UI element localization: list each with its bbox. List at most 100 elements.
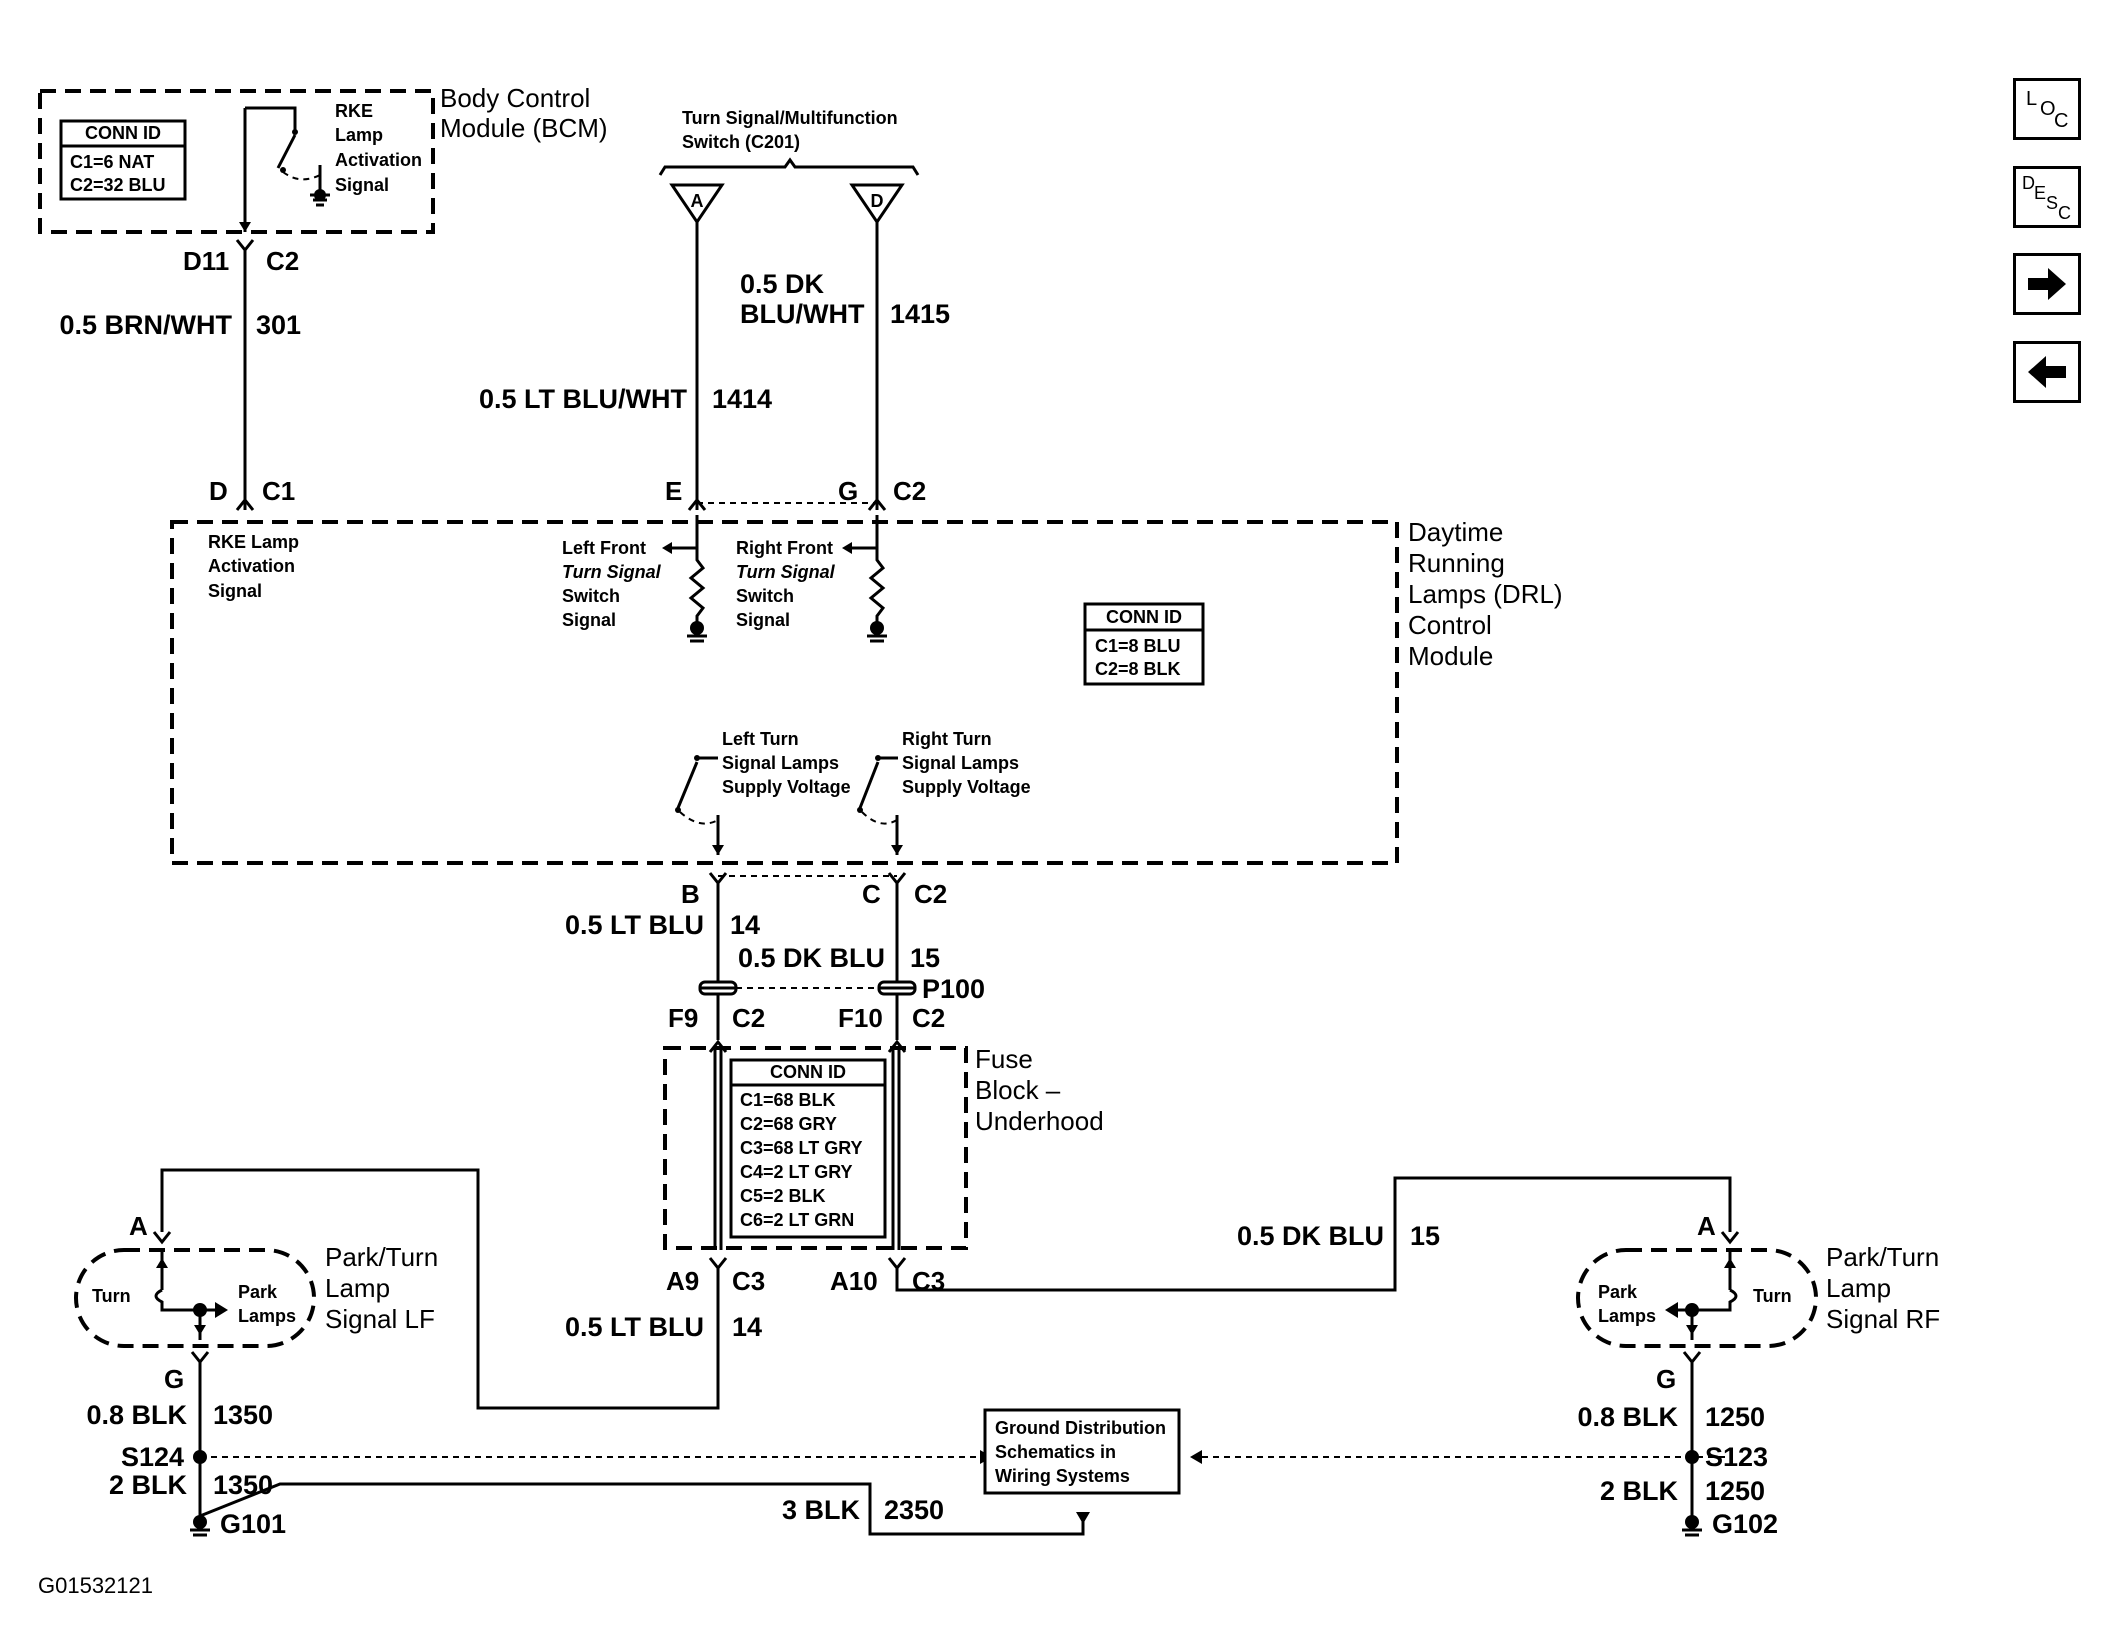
wire-1350b-number: 1350 xyxy=(213,1470,273,1500)
svg-text:C: C xyxy=(2054,110,2068,132)
svg-text:D: D xyxy=(2022,173,2035,193)
pin-fb-a10: A10 xyxy=(830,1266,878,1296)
ground-g101-label: G101 xyxy=(220,1509,286,1539)
pin-fb-f9: F9 xyxy=(668,1003,698,1033)
drl-rts-label-2: Signal Lamps xyxy=(902,753,1019,773)
ground-distribution-line-1: Ground Distribution xyxy=(995,1418,1166,1438)
fuse-block-box xyxy=(663,1046,968,1250)
bcm-conn-2: C2=32 BLU xyxy=(70,175,166,195)
wire-301-color: 0.5 BRN/WHT xyxy=(59,310,232,340)
bcm-sw-label-2: Lamp xyxy=(335,125,383,145)
fuse-conn-5: C5=2 BLK xyxy=(740,1186,826,1206)
lamp-rf-box xyxy=(1576,1248,1818,1348)
wire-1414-color: 0.5 LT BLU/WHT xyxy=(479,384,687,414)
drl-module-box xyxy=(170,520,1399,865)
svg-text:E: E xyxy=(2034,183,2046,203)
wire-15b-color: 0.5 DK BLU xyxy=(1237,1221,1384,1251)
wire-15-lower xyxy=(895,1176,1732,1292)
description-icon: D E S C xyxy=(2022,173,2071,223)
wire-14b-number: 14 xyxy=(732,1312,762,1342)
drl-title-4: Control xyxy=(1408,610,1492,640)
pin-fb-c3-a: C3 xyxy=(732,1266,765,1296)
ground-distribution-line-3: Wiring Systems xyxy=(995,1466,1130,1486)
drl-title-3: Lamps (DRL) xyxy=(1408,579,1563,609)
ground-distribution-box xyxy=(983,1408,1181,1495)
bcm-sw-label-1: RKE xyxy=(335,101,373,121)
pin-drl-g: G xyxy=(838,476,858,506)
tss-pin-d-triangle xyxy=(849,183,905,225)
lamp-rf-title-3: Signal RF xyxy=(1826,1304,1940,1334)
fuse-title-1: Fuse xyxy=(975,1044,1033,1074)
drl-rf-label-1: Right Front xyxy=(736,538,833,558)
wire-2350 xyxy=(199,1482,1085,1536)
description-button[interactable]: D E S C xyxy=(2013,166,2081,228)
wire-15-color: 0.5 DK BLU xyxy=(738,943,885,973)
wire-2350-color: 3 BLK xyxy=(782,1495,861,1525)
previous-page-button[interactable] xyxy=(2013,341,2081,403)
bcm-sw-label-3: Activation xyxy=(335,150,422,170)
ground-g102 xyxy=(1685,1515,1699,1529)
splice-s124-label: S124 xyxy=(121,1442,184,1472)
wire-1350a-number: 1350 xyxy=(213,1400,273,1430)
drl-conn-1: C1=8 BLU xyxy=(1095,636,1181,656)
location-icon: L O C xyxy=(2026,88,2068,132)
bcm-title-2: Module (BCM) xyxy=(440,113,608,143)
lamp-rf-park-1: Park xyxy=(1598,1282,1638,1302)
pin-fb-c2-a: C2 xyxy=(732,1003,765,1033)
svg-text:C: C xyxy=(2058,203,2071,223)
splice-s123-label: S123 xyxy=(1705,1442,1768,1472)
svg-text:S: S xyxy=(2046,193,2058,213)
bcm-conn-id-box xyxy=(59,119,187,201)
lamp-rf-turn: Turn xyxy=(1753,1286,1792,1306)
pin-lf-a: A xyxy=(129,1211,148,1241)
ground-g101 xyxy=(193,1515,207,1529)
wire-1250b-color: 2 BLK xyxy=(1600,1476,1679,1506)
arrow-left-icon xyxy=(2028,356,2066,388)
lamp-rf-title-1: Park/Turn xyxy=(1826,1242,1939,1272)
bcm-conn-1: C1=6 NAT xyxy=(70,152,154,172)
arrow-right-icon xyxy=(2028,268,2066,300)
bcm-box xyxy=(38,89,435,234)
wire-1250a-number: 1250 xyxy=(1705,1402,1765,1432)
fuse-conn-4: C4=2 LT GRY xyxy=(740,1162,853,1182)
drl-title-1: Daytime xyxy=(1408,517,1503,547)
pin-fb-f10: F10 xyxy=(838,1003,883,1033)
lamp-rf-park-2: Lamps xyxy=(1598,1306,1656,1326)
drl-rke-label-2: Activation xyxy=(208,556,295,576)
wire-2350-number: 2350 xyxy=(884,1495,944,1525)
pin-bcm-c2: C2 xyxy=(266,246,299,276)
tss-title-2: Switch (C201) xyxy=(682,132,800,152)
drl-rts-label-1: Right Turn xyxy=(902,729,992,749)
drl-lts-label-3: Supply Voltage xyxy=(722,777,851,797)
wire-1415-color-2: BLU/WHT xyxy=(740,299,865,329)
pin-bcm-d11: D11 xyxy=(183,246,229,276)
location-button[interactable]: L O C xyxy=(2013,78,2081,140)
wire-14-number: 14 xyxy=(730,910,760,940)
bcm-title-1: Body Control xyxy=(440,83,590,113)
fuse-conn-2: C2=68 GRY xyxy=(740,1114,837,1134)
drl-lts-label-2: Signal Lamps xyxy=(722,753,839,773)
wire-15-number: 15 xyxy=(910,943,940,973)
lamp-lf-title-1: Park/Turn xyxy=(325,1242,438,1272)
pin-rf-a: A xyxy=(1697,1211,1716,1241)
drl-lf-label-4: Signal xyxy=(562,610,616,630)
pin-fb-a9: A9 xyxy=(666,1266,699,1296)
drl-rke-label-1: RKE Lamp xyxy=(208,532,299,552)
drl-conn-id-box xyxy=(1083,602,1205,686)
wire-1250a-color: 0.8 BLK xyxy=(1577,1402,1678,1432)
tss-pin-a-triangle xyxy=(669,183,725,225)
pin-lf-g: G xyxy=(164,1364,184,1394)
pin-fb-c2-b: C2 xyxy=(912,1003,945,1033)
pin-drl-d: D xyxy=(209,476,228,506)
pin-drl-c: C xyxy=(862,879,881,909)
wire-14-lower xyxy=(160,1168,720,1410)
lamp-rf-title-2: Lamp xyxy=(1826,1273,1891,1303)
ground-distribution-line-2: Schematics in xyxy=(995,1442,1116,1462)
drl-rts-label-3: Supply Voltage xyxy=(902,777,1031,797)
wire-14-color: 0.5 LT BLU xyxy=(565,910,704,940)
drl-rf-label-3: Switch xyxy=(736,586,794,606)
next-page-button[interactable] xyxy=(2013,253,2081,315)
drl-lf-label-3: Switch xyxy=(562,586,620,606)
pin-drl-c2-out: C2 xyxy=(914,879,947,909)
